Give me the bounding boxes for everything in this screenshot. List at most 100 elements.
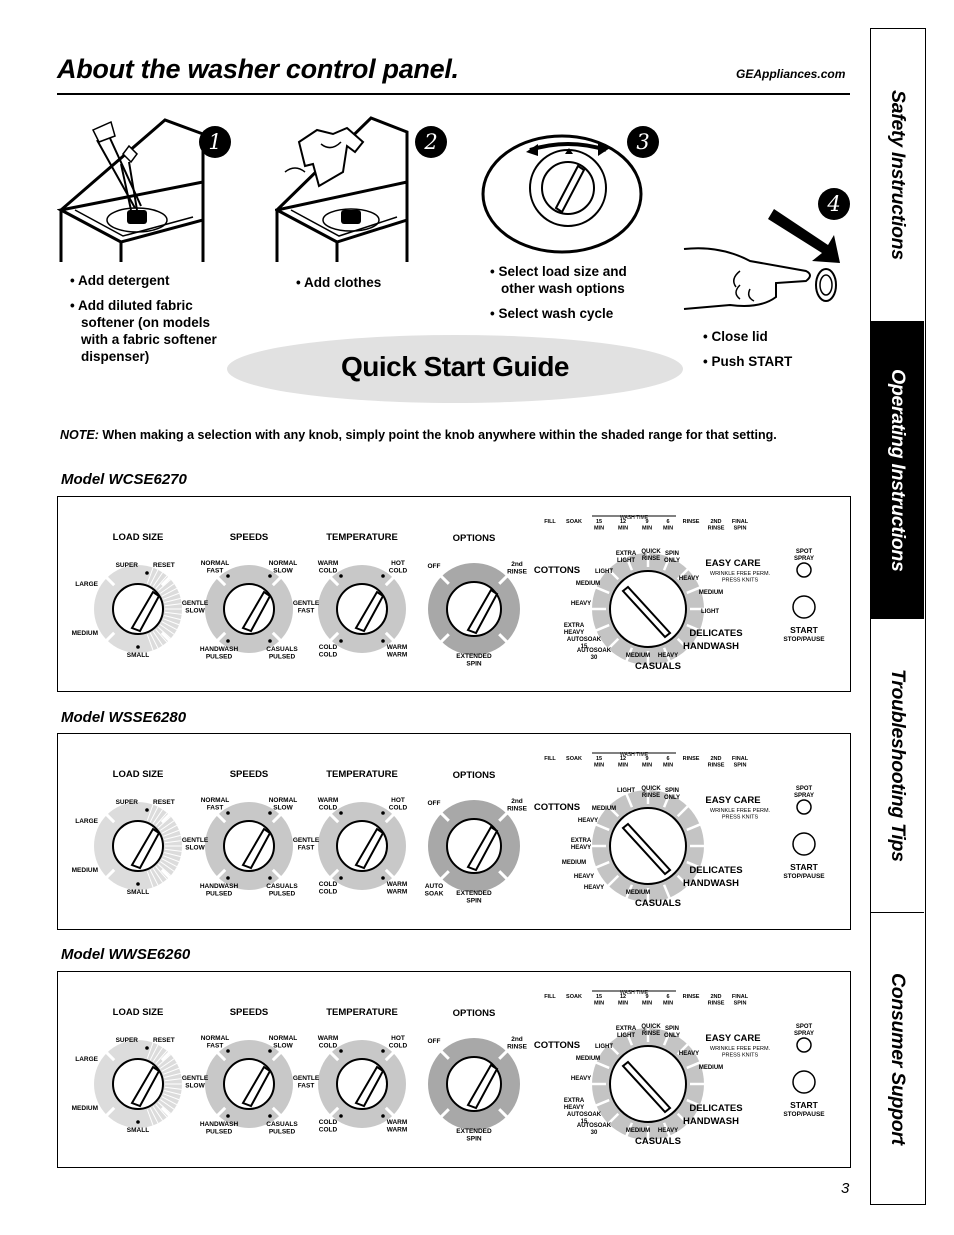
load-size-knob-tick (163, 592, 180, 600)
setting-dot (268, 1049, 272, 1053)
quick-start-oval (227, 335, 683, 403)
options-knob-divider (498, 1108, 509, 1119)
options-header: OPTIONS (453, 770, 496, 781)
temp-hot-cold-label: COLD (389, 1043, 408, 1050)
timeline-label: MIN (618, 526, 628, 532)
speeds-normal-fast-label: FAST (207, 805, 224, 812)
options-knob-pointer (466, 588, 499, 635)
tab-consumer-support[interactable]: Consumer Support (887, 973, 909, 1145)
load-size-knob-tick (146, 871, 154, 888)
cycle-setting-label: HEAVY (584, 885, 604, 891)
cycle-setting-label: SPIN (665, 788, 679, 794)
load-small-label: SMALL (127, 1127, 149, 1134)
options-2nd-rinse-label: 2nd (511, 1036, 523, 1043)
cycle-setting-label: RINSE (642, 793, 660, 799)
speeds-gentle-fast-label: FAST (298, 845, 315, 852)
speeds-knob-divider (271, 813, 282, 824)
tab-safety-instructions[interactable]: Safety Instructions (871, 29, 924, 322)
tab-troubleshooting-tips[interactable]: Troubleshooting Tips (871, 619, 924, 913)
cycle-setting-label: LIGHT (617, 788, 635, 794)
temperature-header: TEMPERATURE (326, 1007, 398, 1018)
temperature-knob-divider (384, 1051, 395, 1062)
load-size-knob-divider (160, 868, 171, 879)
temperature-header: TEMPERATURE (326, 769, 398, 780)
cycle-handwash-label: HANDWASH (683, 641, 739, 652)
cycle-setting-label: HEAVY (564, 1105, 584, 1111)
load-super-label: SUPER (116, 1037, 139, 1044)
speeds-gentle-slow-label: SLOW (185, 1083, 205, 1090)
timeline-label: 2ND (710, 994, 721, 1000)
load-size-knob-divider (105, 631, 116, 642)
speeds-knob-divider (216, 576, 227, 587)
cycle-setting-label: RINSE (642, 556, 660, 562)
step-4-badge: 4 (818, 188, 850, 220)
cycle-handwash-label: HANDWASH (683, 1116, 739, 1127)
temp-warm-cold-label: WARM (318, 797, 339, 804)
cycle-setting-label: LIGHT (617, 558, 635, 564)
cycle-setting-label: HEAVY (679, 576, 699, 582)
timeline-label: MIN (642, 763, 652, 769)
model-label: Model WWSE6260 (61, 946, 191, 963)
speeds-casuals-pulsed-label: PULSED (269, 891, 296, 898)
cycle-setting-label: AUTOSOAK (567, 1112, 602, 1118)
setting-dot (226, 1114, 230, 1118)
cycle-setting-label: AUTOSOAK (567, 637, 602, 643)
load-size-knob-tick (161, 587, 178, 597)
temp-cold-cold-label: COLD (319, 889, 338, 896)
timeline-label: 9 (645, 756, 648, 762)
speeds-knob-pointer (241, 827, 272, 870)
cycle-setting-label: MEDIUM (576, 1056, 600, 1062)
load-size-knob-tick (159, 861, 175, 872)
load-size-knob-tick (163, 829, 180, 837)
cycle-dial-divider (676, 874, 690, 888)
options-extended-spin-label: EXTENDED (456, 653, 492, 660)
cycle-casuals-label: CASUALS (635, 1136, 681, 1147)
load-size-knob-tick (161, 1096, 178, 1106)
start-label: START (790, 862, 819, 872)
cycle-setting-label: ONLY (664, 1033, 680, 1039)
note: NOTE: When making a selection with any k… (60, 428, 777, 442)
load-size-knob-divider (160, 1106, 171, 1117)
load-reset-label: RESET (153, 562, 175, 569)
options-off-label: OFF (428, 800, 441, 807)
cycle-setting-label: HEAVY (571, 1076, 591, 1082)
temperature-knob-divider (329, 1051, 340, 1062)
options-auto-soak-label: SOAK (425, 891, 444, 898)
load-size-knob-divider (160, 1051, 171, 1062)
options-knob-divider (439, 633, 450, 644)
timeline-label: MIN (594, 1001, 604, 1007)
cycle-dial-divider (594, 1061, 610, 1070)
load-size-knob-tick (164, 1086, 182, 1090)
load-size-knob-tick (155, 812, 168, 826)
cycle-setting-label: QUICK (641, 1024, 661, 1030)
speeds-casuals-pulsed-label: PULSED (269, 1129, 296, 1136)
cycle-setting-label: MEDIUM (626, 653, 650, 659)
title-rule (57, 93, 850, 95)
cycle-dial-divider (662, 884, 671, 900)
temp-warm-cold-label: WARM (318, 560, 339, 567)
tab-operating-instructions[interactable]: Operating Instructions (871, 322, 924, 619)
speeds-casuals-pulsed-label: PULSED (269, 654, 296, 661)
load-size-knob-tick (146, 804, 154, 821)
load-size-knob-tick (164, 852, 181, 858)
options-auto-soak-label: AUTO (425, 883, 443, 890)
cycle-dial-divider (662, 647, 671, 663)
spot-spray-button (796, 562, 812, 578)
speeds-knob-divider (216, 1106, 227, 1117)
load-size-knob-tick (146, 1109, 154, 1126)
cycle-setting-label: LIGHT (617, 1033, 635, 1039)
load-size-knob-tick (149, 632, 159, 649)
page-title: About the washer control panel. (57, 54, 459, 84)
load-size-knob-tick (161, 858, 178, 868)
options-knob-pointer (466, 825, 499, 872)
load-size-knob-tick (164, 1078, 182, 1082)
load-super-label: SUPER (116, 562, 139, 569)
load-size-knob-tick (152, 868, 164, 883)
load-size-knob-tick (149, 569, 159, 586)
timeline-label: 15 (596, 994, 602, 1000)
options-extended-spin-label: EXTENDED (456, 890, 492, 897)
cycle-dial-divider (686, 823, 702, 832)
options-knob-divider (439, 870, 450, 881)
cycle-dial-divider (662, 555, 671, 571)
